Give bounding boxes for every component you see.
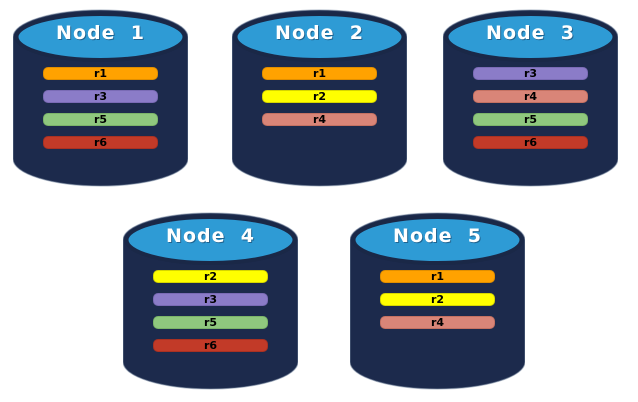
- node-3-cylinder: Node 3 r3 r4 r5 r6: [443, 9, 618, 187]
- replica-bar: r5: [153, 316, 268, 329]
- node-5-cylinder: Node 5 r1 r2 r4: [350, 212, 525, 390]
- replica-bar: r6: [473, 136, 588, 149]
- node-title: Node 4: [166, 225, 255, 247]
- replica-bar: r3: [43, 90, 158, 103]
- replica-bar: r5: [473, 113, 588, 126]
- replica-list: r1 r2 r4: [380, 270, 495, 339]
- replica-bar: r5: [43, 113, 158, 126]
- replica-bar: r3: [153, 293, 268, 306]
- node-4-cylinder: Node 4 r2 r3 r5 r6: [123, 212, 298, 390]
- node-2-cylinder: Node 2 r1 r2 r4: [232, 9, 407, 187]
- replica-bar: r4: [262, 113, 377, 126]
- node-title: Node 5: [393, 225, 482, 247]
- node-title: Node 3: [486, 22, 575, 44]
- cylinder-top: [124, 215, 297, 265]
- replica-list: r1 r2 r4: [262, 67, 377, 136]
- replica-list: r3 r4 r5 r6: [473, 67, 588, 159]
- replica-bar: r3: [473, 67, 588, 80]
- node-1-cylinder: Node 1 r1 r3 r5 r6: [13, 9, 188, 187]
- replica-bar: r4: [380, 316, 495, 329]
- replica-list: r2 r3 r5 r6: [153, 270, 268, 362]
- node-title: Node 1: [56, 22, 145, 44]
- replica-list: r1 r3 r5 r6: [43, 67, 158, 159]
- replica-bar: r6: [43, 136, 158, 149]
- replica-bar: r1: [43, 67, 158, 80]
- cylinder-top: [351, 215, 524, 265]
- node-title: Node 2: [275, 22, 364, 44]
- replica-bar: r1: [262, 67, 377, 80]
- replica-bar: r1: [380, 270, 495, 283]
- cylinder-top: [233, 12, 406, 62]
- cylinder-top: [14, 12, 187, 62]
- replica-bar: r6: [153, 339, 268, 352]
- cylinder-top: [444, 12, 617, 62]
- replica-bar: r4: [473, 90, 588, 103]
- replica-bar: r2: [153, 270, 268, 283]
- replica-bar: r2: [262, 90, 377, 103]
- replica-bar: r2: [380, 293, 495, 306]
